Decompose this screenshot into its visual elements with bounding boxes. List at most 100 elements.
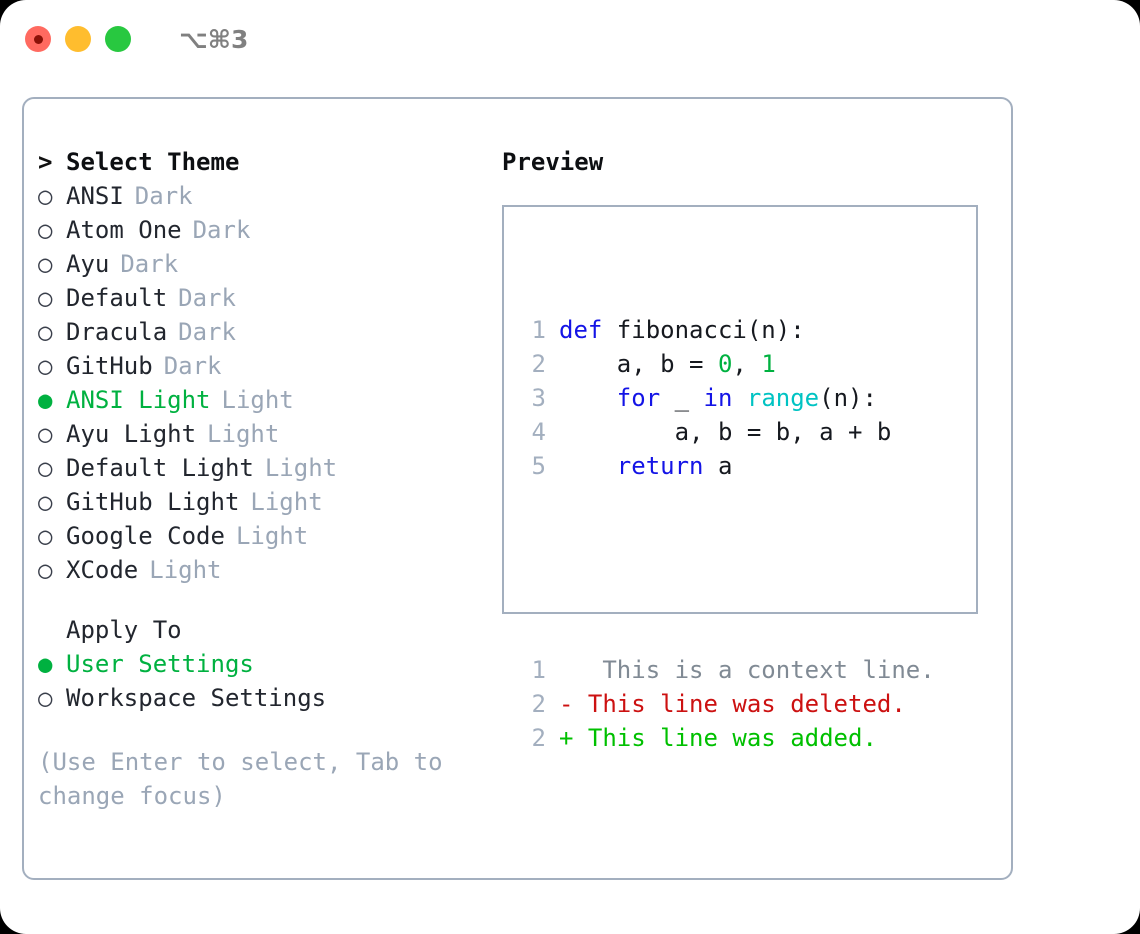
code-token: def — [559, 316, 603, 344]
theme-list-header-label: Select Theme — [66, 148, 240, 176]
code-token: 0 — [717, 350, 733, 378]
radio-unselected-icon[interactable]: ○ — [38, 522, 53, 550]
code-line-number: 1 — [531, 316, 546, 344]
theme-item-variant-badge: Light — [250, 488, 323, 516]
code-token: _ — [660, 384, 704, 412]
theme-list-header: > Select Theme — [38, 145, 498, 179]
theme-item-variant-badge: Light — [235, 522, 309, 550]
theme-item-label: Google Code — [66, 522, 225, 550]
theme-item-label: ANSI — [66, 182, 124, 210]
code-token — [559, 384, 617, 412]
apply-to-header-label: Apply To — [66, 616, 182, 644]
diff-line-number: 2 — [531, 724, 546, 752]
theme-item-label: Default — [66, 284, 168, 312]
close-button-icon[interactable] — [25, 26, 51, 52]
radio-unselected-icon[interactable]: ○ — [38, 318, 53, 346]
radio-unselected-icon[interactable]: ○ — [38, 284, 53, 312]
radio-unselected-icon[interactable]: ○ — [38, 216, 53, 244]
theme-item-variant-badge: Dark — [178, 284, 236, 312]
theme-item-label: XCode — [66, 556, 139, 584]
theme-item-variant-badge: Light — [221, 386, 294, 414]
theme-list-item[interactable]: ○ Google Code Light — [38, 519, 498, 553]
theme-list-item[interactable]: ○ Ayu Dark — [38, 247, 498, 281]
title-bar: ⌥⌘3 — [0, 0, 1140, 78]
diff-line: 1 This is a context line. — [520, 653, 935, 687]
code-token: , — [732, 350, 762, 378]
radio-unselected-icon[interactable]: ○ — [38, 420, 53, 448]
code-line: 3 for _ in range(n): — [520, 381, 935, 415]
code-line: 4 a, b = b, a + b — [520, 415, 935, 449]
radio-selected-icon[interactable]: ● — [38, 386, 53, 414]
radio-unselected-icon[interactable]: ○ — [38, 182, 53, 210]
zoom-button-icon[interactable] — [105, 26, 131, 52]
diff-sign — [559, 656, 573, 684]
radio-selected-icon[interactable]: ● — [38, 650, 53, 678]
theme-list-item[interactable]: ○ ANSI Dark — [38, 179, 498, 213]
radio-unselected-icon[interactable]: ○ — [38, 488, 53, 516]
theme-list-item[interactable]: ○ XCode Light — [38, 553, 498, 587]
theme-item-label: GitHub — [66, 352, 153, 380]
preview-title: Preview — [502, 148, 604, 176]
radio-unselected-icon[interactable]: ○ — [38, 250, 53, 278]
code-token — [732, 384, 746, 412]
apply-to-header: Apply To — [38, 613, 498, 647]
diff-text: This line was added. — [573, 724, 877, 752]
apply-to-item[interactable]: ● User Settings — [38, 647, 498, 681]
theme-item-label: Ayu — [66, 250, 110, 278]
theme-item-label: GitHub Light — [66, 488, 240, 516]
apply-to-item-label: User Settings — [66, 650, 254, 678]
code-diff-separator — [520, 551, 935, 585]
theme-item-label: ANSI Light — [66, 386, 211, 414]
diff-line-number: 2 — [531, 690, 546, 718]
radio-unselected-icon[interactable]: ○ — [38, 352, 53, 380]
diff-text: This is a context line. — [573, 656, 935, 684]
diff-sign: + — [559, 724, 574, 752]
apply-to-header-marker — [38, 613, 66, 647]
theme-item-variant-badge: Dark — [178, 318, 236, 346]
diff-text: This line was deleted. — [573, 690, 906, 718]
code-line-number: 2 — [531, 350, 546, 378]
apply-to-item[interactable]: ○ Workspace Settings — [38, 681, 498, 715]
keyboard-shortcut-label: ⌥⌘3 — [179, 24, 249, 54]
keyboard-hint-text: (Use Enter to select, Tab to change focu… — [38, 748, 443, 810]
apply-to-item-label: Workspace Settings — [66, 684, 327, 712]
code-token: (n): — [819, 384, 877, 412]
minimize-button-icon[interactable] — [65, 26, 91, 52]
theme-item-variant-badge: Light — [149, 556, 222, 584]
theme-item-variant-badge: Dark — [134, 182, 193, 210]
code-line: 2 a, b = 0, 1 — [520, 347, 935, 381]
diff-block: 1 This is a context line.2- This line wa… — [520, 653, 935, 755]
code-token: 1 — [761, 350, 776, 378]
code-line-number: 4 — [531, 418, 546, 446]
theme-item-variant-badge: Dark — [120, 250, 179, 278]
code-line: 5 return a — [520, 449, 935, 483]
radio-unselected-icon[interactable]: ○ — [38, 684, 53, 712]
caret-icon: > — [38, 148, 53, 176]
theme-list-item[interactable]: ○ GitHub Light Light — [38, 485, 498, 519]
radio-unselected-icon[interactable]: ○ — [38, 454, 53, 482]
theme-list-item[interactable]: ○ Default Dark — [38, 281, 498, 315]
diff-line: 2 + This line was added. — [520, 721, 935, 755]
theme-item-variant-badge: Light — [207, 420, 280, 448]
radio-unselected-icon[interactable]: ○ — [38, 556, 53, 584]
apply-to-list: ● User Settings ○ Workspace Settings — [38, 647, 498, 715]
theme-list-item[interactable]: ● ANSI Light Light — [38, 383, 498, 417]
code-token: a, b = — [559, 350, 718, 378]
diff-line: 2- This line was deleted. — [520, 687, 935, 721]
code-line-number: 5 — [531, 452, 546, 480]
traffic-lights — [25, 26, 131, 52]
code-token: for — [616, 384, 661, 412]
code-token: in — [703, 384, 733, 412]
